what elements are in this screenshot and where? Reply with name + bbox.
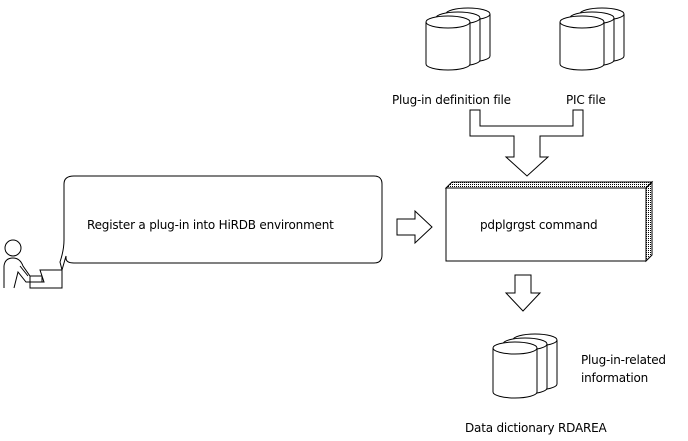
data-dictionary-rdarea-icon <box>492 333 558 399</box>
data-dictionary-rdarea-label: Data dictionary RDAREA <box>465 421 607 435</box>
user-action-label: Register a plug-in into HiRDB environmen… <box>87 218 334 232</box>
down-arrow-icon <box>504 274 542 312</box>
command-label: pdplgrgst command <box>480 218 598 232</box>
plugin-definition-file-label: Plug-in definition file <box>392 93 511 107</box>
command-box <box>444 180 654 263</box>
user-figure-icon <box>3 239 63 289</box>
pic-file-icon <box>559 7 625 71</box>
pic-file-label: PIC file <box>566 93 606 107</box>
plugin-related-info-label: Plug-in-related information <box>581 353 666 385</box>
right-arrow-icon <box>396 209 433 245</box>
speech-bubble <box>59 175 383 272</box>
plugin-definition-file-icon <box>425 7 491 71</box>
merge-arrow-icon <box>469 109 584 177</box>
